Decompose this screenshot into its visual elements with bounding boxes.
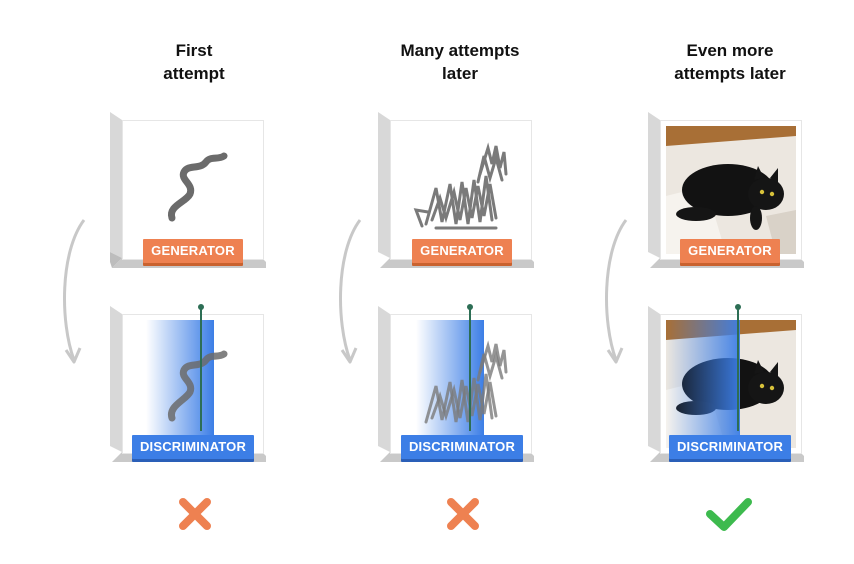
scan-line — [467, 304, 473, 431]
frame-face — [390, 120, 532, 260]
generator-badge: GENERATOR — [680, 239, 780, 263]
column-title-even-more-attempts: Even more attempts later — [630, 39, 830, 85]
frame-face — [122, 314, 264, 454]
discriminator-frame — [110, 306, 266, 462]
cross-icon — [179, 498, 211, 530]
inspected-image — [396, 320, 526, 448]
title-line-2: later — [442, 64, 478, 83]
frame-face — [122, 120, 264, 260]
check-icon — [706, 498, 752, 531]
curved-arrow-icon — [339, 219, 362, 364]
discriminator-badge: DISCRIMINATOR — [669, 435, 791, 459]
generator-badge: GENERATOR — [412, 239, 512, 263]
cat-photo — [666, 126, 796, 254]
scan-line — [198, 304, 204, 431]
curved-arrow-icon — [63, 219, 86, 364]
title-line-1: Even more — [686, 41, 774, 60]
generated-image — [396, 126, 526, 254]
inspected-image — [128, 320, 258, 448]
column-title-first-attempt: First attempt — [94, 39, 294, 85]
cross-icon — [447, 498, 479, 530]
scribbled-cat-drawing — [413, 142, 508, 230]
generated-image — [666, 126, 796, 254]
discriminator-frame — [648, 306, 804, 462]
generated-image — [128, 126, 258, 254]
frame-face — [390, 314, 532, 454]
cat-photo-scanned — [666, 320, 796, 448]
scan-overlay — [416, 320, 508, 448]
title-line-1: Many attempts — [400, 41, 520, 60]
title-line-2: attempts later — [674, 64, 786, 83]
frame-face — [660, 120, 802, 260]
title-line-2: attempt — [163, 64, 225, 83]
scan-line — [735, 304, 741, 431]
generator-frame — [648, 112, 804, 268]
discriminator-badge: DISCRIMINATOR — [401, 435, 523, 459]
generator-badge: GENERATOR — [143, 239, 243, 263]
discriminator-frame — [378, 306, 534, 462]
column-title-many-attempts: Many attempts later — [360, 39, 560, 85]
scan-overlay — [146, 320, 228, 448]
discriminator-badge: DISCRIMINATOR — [132, 435, 254, 459]
frame-face — [660, 314, 802, 454]
title-line-1: First — [175, 41, 213, 60]
curved-arrow-icon — [605, 219, 628, 364]
inspected-image — [666, 320, 796, 448]
squiggle-drawing — [167, 152, 228, 222]
generator-frame — [378, 112, 534, 268]
